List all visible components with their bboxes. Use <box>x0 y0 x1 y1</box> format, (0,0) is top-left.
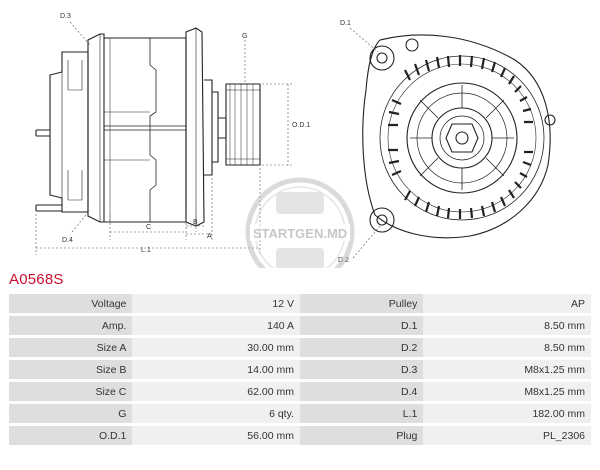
spec-value-left: 140 A <box>132 316 300 335</box>
label-c: C <box>146 224 151 231</box>
label-g: G <box>242 33 247 40</box>
spec-value-right: PL_2306 <box>423 426 591 445</box>
spec-label-left: Size B <box>9 360 133 379</box>
spec-value-left: 12 V <box>132 294 300 313</box>
table-row: Size A 30.00 mm D.2 8.50 mm <box>9 338 591 357</box>
label-d4: D.4 <box>62 237 73 244</box>
watermark-text: STARTGEN.MD <box>253 226 347 241</box>
dimension-lines <box>35 21 292 255</box>
spec-value-left: 6 qty. <box>132 404 300 423</box>
spec-label-right: Pulley <box>299 294 424 313</box>
side-view <box>35 27 261 227</box>
spec-value-left: 30.00 mm <box>132 338 300 357</box>
spec-label-right: D.1 <box>299 316 424 335</box>
alternator-technical-drawing: D.3 D.4 G C B A L.1 O.D.1 D.1 D.2 <box>35 13 556 268</box>
spec-label-right: D.2 <box>299 338 424 357</box>
table-row: O.D.1 56.00 mm Plug PL_2306 <box>9 426 591 445</box>
spec-label-left: O.D.1 <box>9 426 133 445</box>
spec-label-left: Size C <box>9 382 133 401</box>
table-row: Voltage 12 V Pulley AP <box>9 294 591 313</box>
spec-label-right: Plug <box>299 426 424 445</box>
spec-value-right: M8x1.25 mm <box>423 360 591 379</box>
label-d3: D.3 <box>60 13 71 20</box>
front-view <box>362 34 556 239</box>
table-row: Size B 14.00 mm D.3 M8x1.25 mm <box>9 360 591 379</box>
spec-label-left: Amp. <box>9 316 133 335</box>
spec-label-right: D.4 <box>299 382 424 401</box>
label-od1: O.D.1 <box>292 122 310 129</box>
spec-label-right: D.3 <box>299 360 424 379</box>
spec-label-left: Size A <box>9 338 133 357</box>
product-code: A0568S <box>9 271 64 288</box>
spec-value-right: 8.50 mm <box>423 338 591 357</box>
spec-value-right: M8x1.25 mm <box>423 382 591 401</box>
table-row: Amp. 140 A D.1 8.50 mm <box>9 316 591 335</box>
spec-value-left: 56.00 mm <box>132 426 300 445</box>
spec-value-left: 14.00 mm <box>132 360 300 379</box>
label-a: A <box>207 233 212 240</box>
spec-value-right: 8.50 mm <box>423 316 591 335</box>
spec-label-left: G <box>9 404 133 423</box>
label-d1: D.1 <box>340 20 351 27</box>
label-b: B <box>193 219 198 226</box>
label-l1: L.1 <box>141 247 151 254</box>
spec-value-left: 62.00 mm <box>132 382 300 401</box>
spec-label-left: Voltage <box>9 294 133 313</box>
spec-label-right: L.1 <box>299 404 424 423</box>
spec-value-right: AP <box>423 294 591 313</box>
front-view-vents <box>388 55 533 219</box>
startgen-watermark-logo: STARTGEN.MD <box>245 177 355 268</box>
table-row: G 6 qty. L.1 182.00 mm <box>9 404 591 423</box>
table-row: Size C 62.00 mm D.4 M8x1.25 mm <box>9 382 591 401</box>
specs-table: Voltage 12 V Pulley AP Amp. 140 A D.1 8.… <box>9 291 591 448</box>
spec-value-right: 182.00 mm <box>423 404 591 423</box>
